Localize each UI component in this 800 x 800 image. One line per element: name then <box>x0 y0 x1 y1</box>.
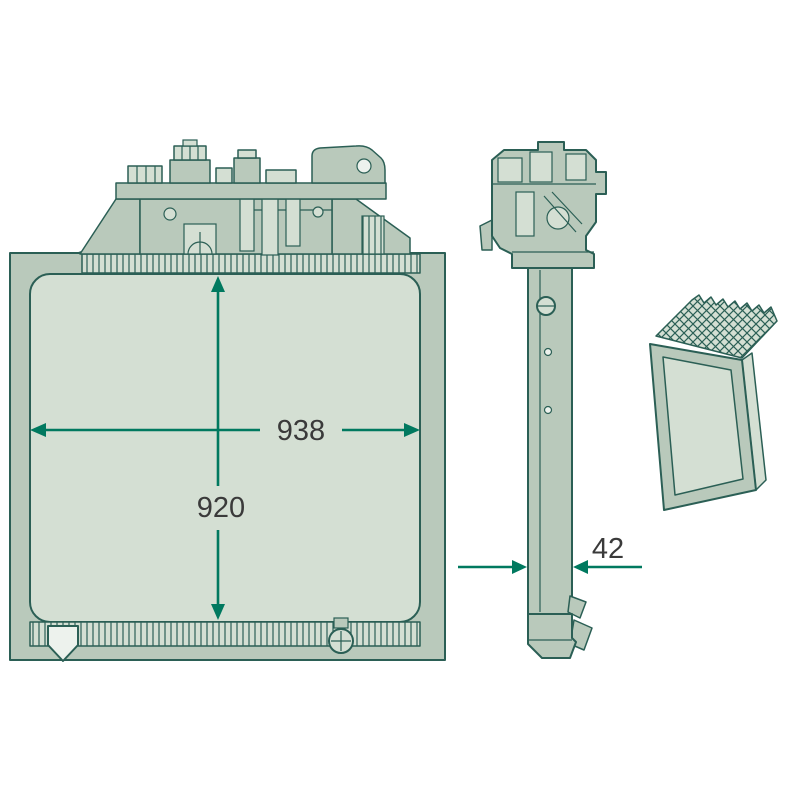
header-plate <box>115 182 387 200</box>
thickness-dimension: 42 <box>458 533 642 574</box>
thickness-arrow-left <box>512 560 527 574</box>
rivet-hole-upper <box>543 347 553 357</box>
height-dimension-label: 920 <box>197 492 245 524</box>
thickness-arrow-right <box>573 560 588 574</box>
perspective-frame-inner <box>662 356 744 496</box>
side-top-bracket <box>479 141 607 269</box>
rivet-hole-lower <box>543 405 553 415</box>
top-fin-band <box>81 253 421 274</box>
screw-head <box>536 296 556 316</box>
front-view <box>9 139 446 662</box>
tank-right-ribs <box>361 215 385 255</box>
header-fitting <box>215 167 233 184</box>
filler-cap-secondary <box>233 149 261 184</box>
width-arrow-right <box>404 423 420 437</box>
height-arrow-top <box>211 276 225 292</box>
bottom-fin-band <box>29 621 421 647</box>
width-dimension-label: 938 <box>277 415 325 447</box>
perspective-view <box>649 294 778 511</box>
thickness-dimension-label: 42 <box>592 533 624 565</box>
header-fitting-2 <box>265 169 297 184</box>
side-view <box>479 141 607 659</box>
height-dimension: 920 <box>197 276 245 620</box>
drain-plug-left <box>47 625 79 662</box>
filler-cap-primary <box>169 139 211 184</box>
width-dimension: 938 <box>30 415 420 447</box>
expansion-tank <box>139 198 333 255</box>
side-bracket-details <box>492 151 596 253</box>
radiator-core <box>29 273 421 623</box>
drain-bolt-center <box>328 617 354 654</box>
mounting-bracket <box>311 145 386 184</box>
side-profile-bar <box>527 267 573 615</box>
side-bottom-foot <box>527 595 593 659</box>
header-tank-assembly <box>79 139 411 256</box>
bracket-hole <box>356 158 372 174</box>
height-arrow-bottom <box>211 604 225 620</box>
width-arrow-left <box>30 423 46 437</box>
perspective-core-top <box>655 294 778 359</box>
left-ribbed-block <box>127 165 163 184</box>
tank-left-slope <box>79 198 141 255</box>
